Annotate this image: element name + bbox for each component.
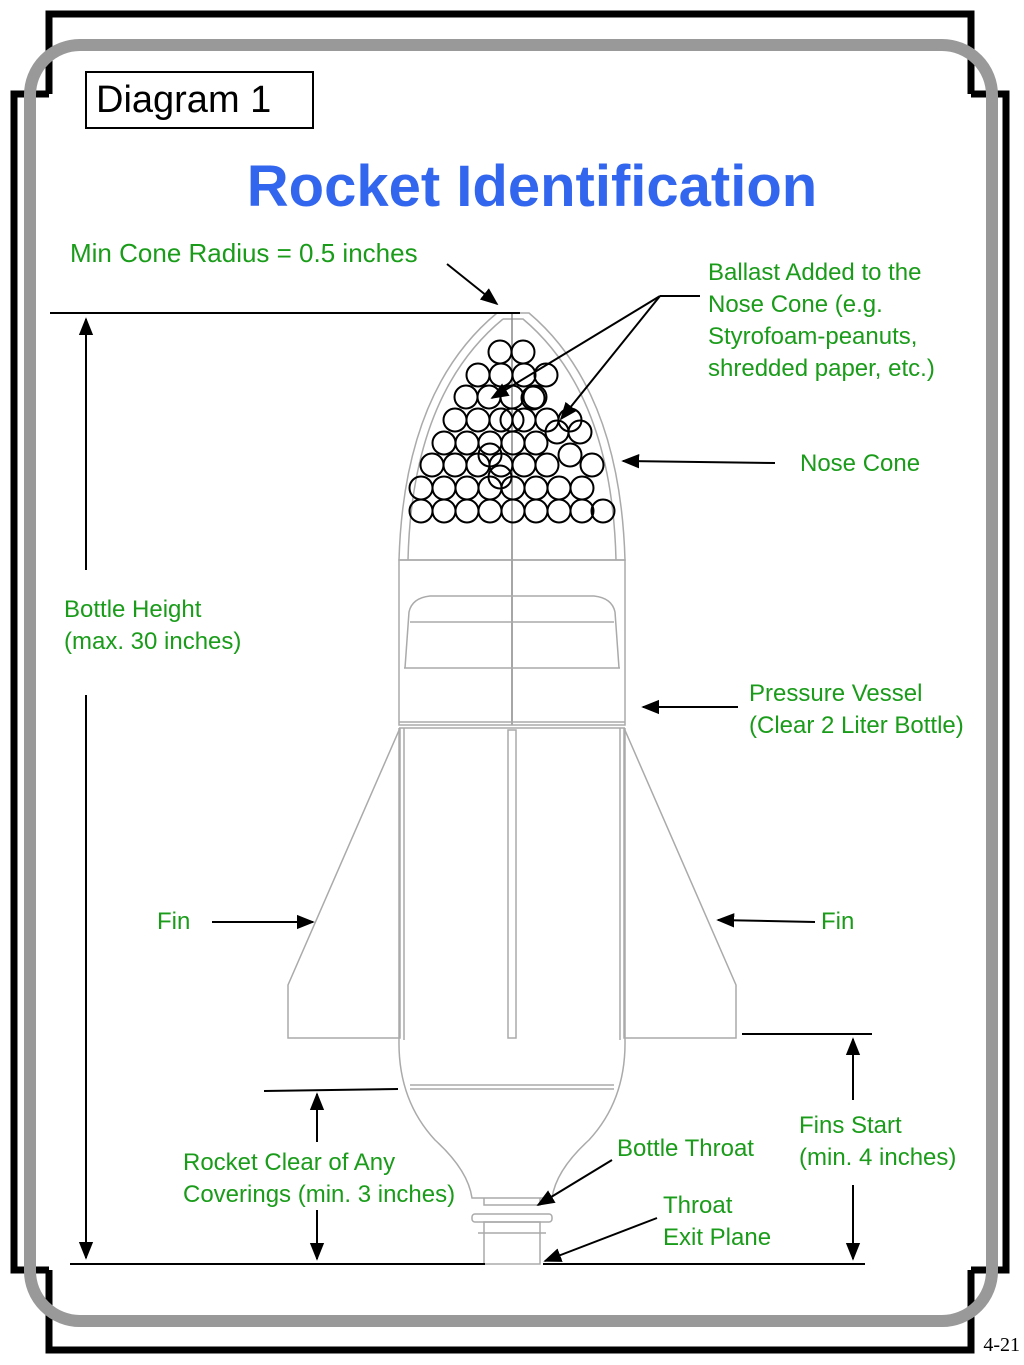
throat-exit-line: Exit Plane [663,1224,772,1251]
ballast-peanut [499,407,525,433]
fin-right-label: Fin [821,908,855,935]
annotation-lines [50,263,872,1265]
rocket-clear-label: Rocket Clear of Any Coverings (min. 3 in… [183,1147,455,1211]
ballast-label: Ballast Added to the Nose Cone (e.g. Sty… [708,257,935,385]
ballast-peanut [476,384,502,410]
rocket-body [287,312,737,1265]
ballast-peanut [510,339,536,365]
ballast-peanut [500,498,526,524]
center-fin [507,729,517,1039]
left-fin [287,727,401,1039]
ballast-label-line: Styrofoam-peanuts, [708,323,918,350]
ballast-peanut [453,384,479,410]
ballast-peanut [520,385,546,411]
ballast-peanut [454,498,480,524]
ballast-peanut [419,452,445,478]
nose-cone-label: Nose Cone [800,450,921,477]
page-title: Rocket Identification [246,154,818,219]
ballast-peanut [533,362,559,388]
ballast-peanut [477,442,503,468]
fin-left-label: Fin [157,908,191,935]
ballast-peanut [569,498,595,524]
ballast-label-line: Nose Cone (e.g. [708,291,883,318]
ballast-peanuts [408,339,616,524]
ballast-label-line: shredded paper, etc.) [708,355,935,382]
rocket-clear-line: Coverings (min. 3 inches) [183,1181,456,1208]
ballast-peanut [488,362,514,388]
ballast-peanut [590,498,616,524]
fins-start-label: Fins Start (min. 4 inches) [799,1110,956,1174]
ballast-peanut [523,498,549,524]
ballast-peanut [523,430,549,456]
bottle-throat [483,1221,541,1265]
ballast-peanut [408,498,434,524]
ballast-peanut [431,430,457,456]
ballast-peanut [454,475,480,501]
bottle-neck-ring [471,1213,553,1223]
ballast-peanut [546,475,572,501]
ballast-peanut [465,362,491,388]
bottle-shoulder [398,1039,626,1199]
ballast-peanut [442,452,468,478]
ballast-peanut [567,419,593,445]
min-cone-radius-label: Min Cone Radius = 0.5 inches [70,238,418,268]
ballast-peanut [487,339,513,365]
ballast-peanut [534,452,560,478]
bottle-upper [398,559,626,726]
diagram-tag: Diagram 1 [85,71,314,129]
ballast-peanut [431,498,457,524]
ballast-peanut [569,475,595,501]
bottle-height-label: Bottle Height (max. 30 inches) [64,594,241,658]
bottle-throat-label: Bottle Throat [617,1135,754,1162]
fins-start-line: (min. 4 inches) [799,1144,957,1171]
pressure-vessel-line: Pressure Vessel [749,680,923,707]
rocket-clear-line: Rocket Clear of Any [183,1149,396,1176]
ballast-peanut [579,452,605,478]
ballast-peanut [454,430,480,456]
ballast-label-line: Ballast Added to the [708,259,922,286]
ballast-peanut [442,407,468,433]
ballast-peanut [523,475,549,501]
ballast-peanut [477,498,503,524]
bottle-height-line: Bottle Height [64,596,202,623]
right-fin [623,727,737,1039]
ballast-peanut [408,475,434,501]
ballast-peanut [500,430,526,456]
ballast-peanut [465,407,491,433]
throat-exit-label: Throat Exit Plane [663,1190,771,1254]
ballast-peanut [487,464,513,490]
ballast-peanut [431,475,457,501]
inner-frame [24,39,998,1327]
pressure-vessel-line: (Clear 2 Liter Bottle) [749,712,964,739]
fins-start-line: Fins Start [799,1112,902,1139]
bottle-height-line: (max. 30 inches) [64,628,242,655]
pressure-vessel-label: Pressure Vessel (Clear 2 Liter Bottle) [749,678,964,742]
throat-exit-line: Throat [663,1192,733,1219]
page-number: 4-21 [983,1334,1020,1356]
ballast-peanut [557,442,583,468]
ballast-peanut [546,498,572,524]
ballast-peanut [511,452,537,478]
